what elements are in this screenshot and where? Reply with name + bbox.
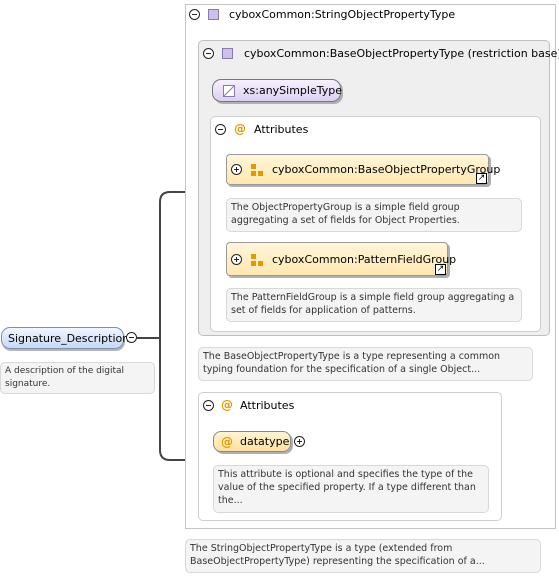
base-type-title: cyboxCommon:BaseObjectPropertyType (rest… <box>244 47 559 60</box>
attributes-title: Attributes <box>240 399 295 412</box>
simple-type-pill[interactable]: xs:anySimpleType <box>212 79 342 102</box>
group-name: cyboxCommon:PatternFieldGroup <box>272 253 457 266</box>
element-doc: A description of the digital signature. <box>0 362 155 394</box>
expand-icon[interactable] <box>294 436 305 447</box>
attribute-group-icon <box>251 164 263 176</box>
simple-type-name: xs:anySimpleType <box>243 84 342 97</box>
collapse-icon[interactable] <box>126 332 137 343</box>
group-name: cyboxCommon:BaseObjectPropertyGroup <box>272 163 501 176</box>
group-doc: The PatternFieldGroup is a simple field … <box>226 288 522 322</box>
at-icon: @ <box>221 398 233 412</box>
collapse-icon[interactable] <box>203 400 214 411</box>
attribute-name: datatype <box>240 435 290 448</box>
expand-icon[interactable] <box>231 254 242 265</box>
attribute-datatype[interactable]: @ datatype <box>213 431 291 452</box>
collapse-icon[interactable] <box>215 124 226 135</box>
type-doc: The StringObjectPropertyType is a type (… <box>185 539 541 573</box>
element-name: Signature_Description <box>8 332 130 345</box>
at-icon: @ <box>221 435 233 449</box>
expand-icon[interactable] <box>231 164 242 175</box>
element-signature-description[interactable]: Signature_Description <box>1 327 129 349</box>
complex-type-icon <box>222 48 233 59</box>
attribute-doc: This attribute is optional and specifies… <box>213 465 489 513</box>
collapse-icon[interactable] <box>189 9 200 20</box>
base-type-doc: The BaseObjectPropertyType is a type rep… <box>198 347 533 381</box>
simple-type-icon <box>223 85 235 97</box>
at-icon: @ <box>234 122 246 136</box>
attribute-group-base-object-property-group[interactable]: cyboxCommon:BaseObjectPropertyGroup ↗ <box>226 154 500 185</box>
group-doc: The ObjectPropertyGroup is a simple fiel… <box>226 198 522 232</box>
attribute-group-pattern-field-group[interactable]: cyboxCommon:PatternFieldGroup ↗ <box>226 242 456 276</box>
attributes-title: Attributes <box>254 123 309 136</box>
link-arrow-icon[interactable]: ↗ <box>476 173 487 184</box>
attribute-group-icon <box>251 254 263 266</box>
complex-type-icon <box>208 9 219 20</box>
type-title: cyboxCommon:StringObjectPropertyType <box>229 8 456 21</box>
link-arrow-icon[interactable]: ↗ <box>435 264 446 275</box>
collapse-icon[interactable] <box>203 48 214 59</box>
